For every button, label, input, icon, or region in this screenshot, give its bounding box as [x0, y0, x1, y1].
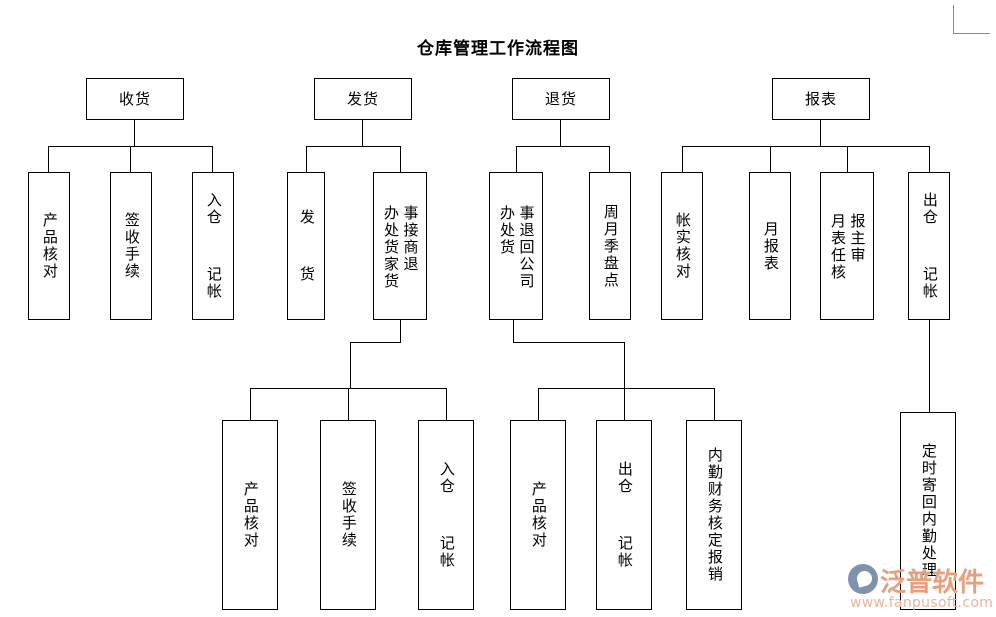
node-label: 入仓 记帐: [437, 461, 456, 569]
connector-fh2-drop-1: [250, 388, 251, 420]
connector-th2-drop-1: [538, 388, 539, 420]
node-label: 定时寄回内勤处理: [919, 443, 938, 579]
page-corner-crop-mark: [953, 5, 990, 34]
connector-th2-drop-3: [714, 388, 715, 420]
connector-fh2-jog: [350, 342, 401, 343]
node-fahuo-child-fahuo[interactable]: 发 货: [287, 172, 325, 320]
connector-shouhuo-drop-2: [130, 146, 131, 172]
node-tuihuo-child-zhouyuejipandian[interactable]: 周月季盘点: [589, 172, 631, 320]
node-label: 入仓 记帐: [204, 192, 223, 300]
node-label: 签收手续: [339, 481, 358, 549]
node-shouhuo-child-qianshoushouxu[interactable]: 签收手续: [110, 172, 152, 320]
node-baobiao-grandchild-dingshijihui[interactable]: 定时寄回内勤处理: [900, 412, 956, 610]
node-baobiao[interactable]: 报表: [772, 78, 870, 120]
node-fahuo[interactable]: 发货: [314, 78, 412, 120]
connector-baobiao-drop-3: [847, 146, 848, 172]
connector-fh2-riser: [350, 342, 351, 388]
node-shouhuo-child-chanpinhedui[interactable]: 产品核对: [28, 172, 70, 320]
connector-fh2-stem-down: [400, 320, 401, 342]
node-label: 事接商退 办处货家货: [382, 204, 420, 290]
connector-th2-bus: [538, 388, 714, 389]
node-label: 事退回公司 办处货: [498, 204, 536, 290]
connector-bb2-straight: [929, 320, 930, 412]
node-tuihuo[interactable]: 退货: [512, 78, 610, 120]
node-fahuo-child-jieshangjiatuihuo[interactable]: 事接商退 办处货家货: [373, 172, 427, 320]
node-label: 产品核对: [529, 481, 548, 549]
page-title: 仓库管理工作流程图: [417, 39, 579, 59]
node-tuihuo-grandchild-chucangjizhang[interactable]: 出仓 记帐: [596, 420, 652, 610]
node-baobiao-child-zhangshihedui[interactable]: 帐实核对: [661, 172, 703, 320]
connector-fahuo-stem: [362, 120, 363, 146]
node-label: 周月季盘点: [601, 203, 620, 289]
connector-baobiao-drop-2: [770, 146, 771, 172]
connector-fh2-drop-2: [348, 388, 349, 420]
node-fahuo-grandchild-chanpinhedui[interactable]: 产品核对: [222, 420, 278, 610]
connector-fh2-drop-3: [446, 388, 447, 420]
node-label: 月报表: [761, 220, 780, 272]
node-label: 发货: [346, 89, 379, 108]
connector-fahuo-drop-2: [400, 146, 401, 172]
connector-fahuo-bus: [306, 146, 401, 147]
connector-baobiao-drop-1: [682, 146, 683, 172]
node-label: 报主审 月表任核: [829, 213, 867, 281]
node-label: 产品核对: [241, 481, 260, 549]
connector-tuihuo-bus: [516, 146, 610, 147]
connector-shouhuo-stem: [134, 120, 135, 146]
connector-shouhuo-drop-1: [48, 146, 49, 172]
node-tuihuo-child-tuihuigongsi[interactable]: 事退回公司 办处货: [489, 172, 543, 320]
connector-tuihuo-stem: [560, 120, 561, 146]
node-fahuo-grandchild-qianshoushouxu[interactable]: 签收手续: [320, 420, 376, 610]
connector-th2-riser: [624, 342, 625, 388]
connector-th2-drop-2: [624, 388, 625, 420]
node-baobiao-child-chucangjizhang[interactable]: 出仓 记帐: [908, 172, 950, 320]
leaf-swoosh-icon: [848, 564, 878, 594]
connector-tuihuo-drop-1: [516, 146, 517, 172]
connector-th2-jog: [513, 342, 625, 343]
node-label: 帐实核对: [673, 212, 692, 280]
node-label: 签收手续: [122, 212, 141, 280]
node-shouhuo-child-rucangjizhang[interactable]: 入仓 记帐: [192, 172, 234, 320]
connector-baobiao-bus: [682, 146, 929, 147]
node-label: 产品核对: [40, 212, 59, 280]
connector-fahuo-drop-1: [306, 146, 307, 172]
node-label: 收货: [118, 89, 151, 108]
node-label: 发 货: [297, 209, 316, 283]
node-label: 退货: [544, 89, 577, 108]
node-label: 内勤财务核定报销: [705, 447, 724, 583]
connector-baobiao-drop-4: [929, 146, 930, 172]
connector-th2-stem-down: [513, 320, 514, 342]
node-baobiao-child-yuebaobiao[interactable]: 月报表: [749, 172, 791, 320]
node-label: 出仓 记帐: [615, 461, 634, 569]
node-shouhuo[interactable]: 收货: [86, 78, 184, 120]
connector-baobiao-stem: [820, 120, 821, 146]
connector-tuihuo-drop-2: [609, 146, 610, 172]
node-baobiao-child-zhushenbaobiaorenhe[interactable]: 报主审 月表任核: [820, 172, 874, 320]
node-tuihuo-grandchild-chanpinhedui[interactable]: 产品核对: [510, 420, 566, 610]
node-label: 报表: [804, 89, 837, 108]
connector-shouhuo-drop-3: [212, 146, 213, 172]
node-fahuo-grandchild-rucangjizhang[interactable]: 入仓 记帐: [418, 420, 474, 610]
node-tuihuo-grandchild-neiqincaiwu[interactable]: 内勤财务核定报销: [686, 420, 742, 610]
node-label: 出仓 记帐: [920, 192, 939, 300]
